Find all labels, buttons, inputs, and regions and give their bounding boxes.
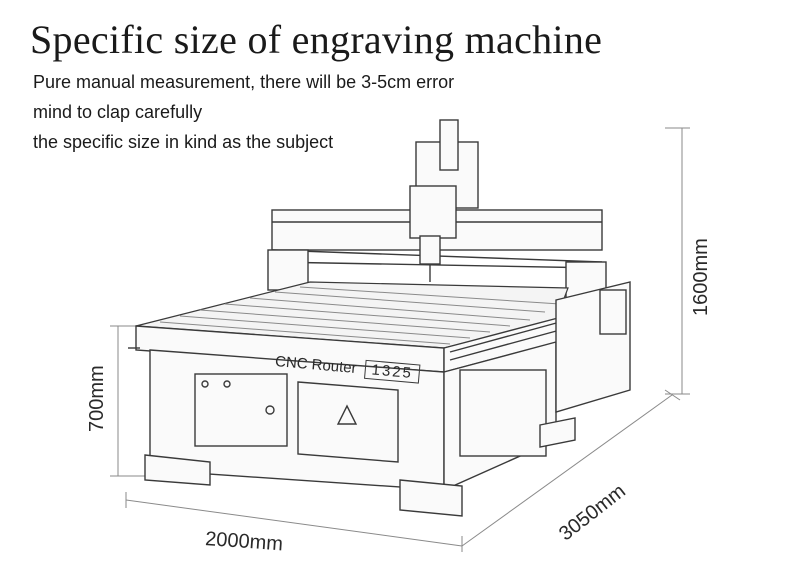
note-line-3: the specific size in kind as the subject (33, 132, 334, 152)
dimension-total-height-label: 1600mm (690, 238, 712, 316)
page-title: Specific size of engraving machine (30, 17, 603, 62)
dimension-lines (110, 127, 690, 552)
note-line-2: mind to clap carefully (33, 102, 203, 122)
machine-base (144, 281, 631, 517)
dimension-table-height-label: 700mm (86, 365, 108, 432)
work-table (128, 281, 569, 375)
note-line-1: Pure manual measurement, there will be 3… (33, 72, 455, 92)
gantry (267, 119, 607, 303)
